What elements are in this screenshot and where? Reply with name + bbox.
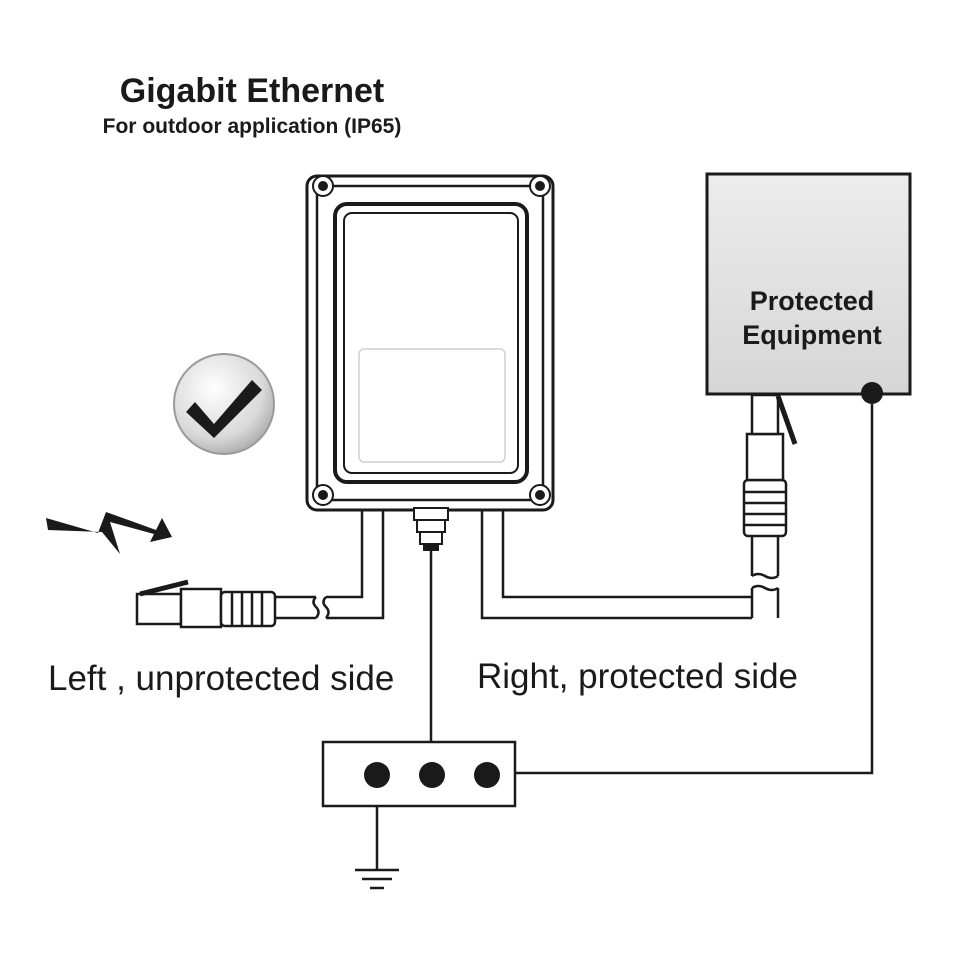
protected-equipment: Protected Equipment [705, 172, 912, 404]
diagram-title: Gigabit Ethernet [120, 72, 384, 110]
lightning-bolt-icon [46, 512, 172, 554]
right-cable [480, 510, 780, 620]
equipment-ground-terminal [861, 382, 883, 404]
left-side-label: Left , unprotected side [48, 659, 394, 698]
check-mark-icon [173, 353, 275, 455]
surge-protector-device [305, 174, 555, 551]
equipment-label-line2: Equipment [742, 320, 882, 350]
diagram-subtitle: For outdoor application (IP65) [103, 115, 402, 138]
equipment-label-line1: Protected [750, 286, 875, 316]
ground-terminal-block [321, 740, 517, 808]
corner-screws [312, 175, 551, 506]
right-rj45-connector [742, 393, 798, 538]
ground-terminal-gland [413, 507, 449, 551]
ground-symbol-icon [355, 868, 399, 890]
right-side-label: Right, protected side [477, 657, 798, 696]
left-rj45-connector [135, 579, 277, 629]
left-cable [275, 510, 385, 620]
